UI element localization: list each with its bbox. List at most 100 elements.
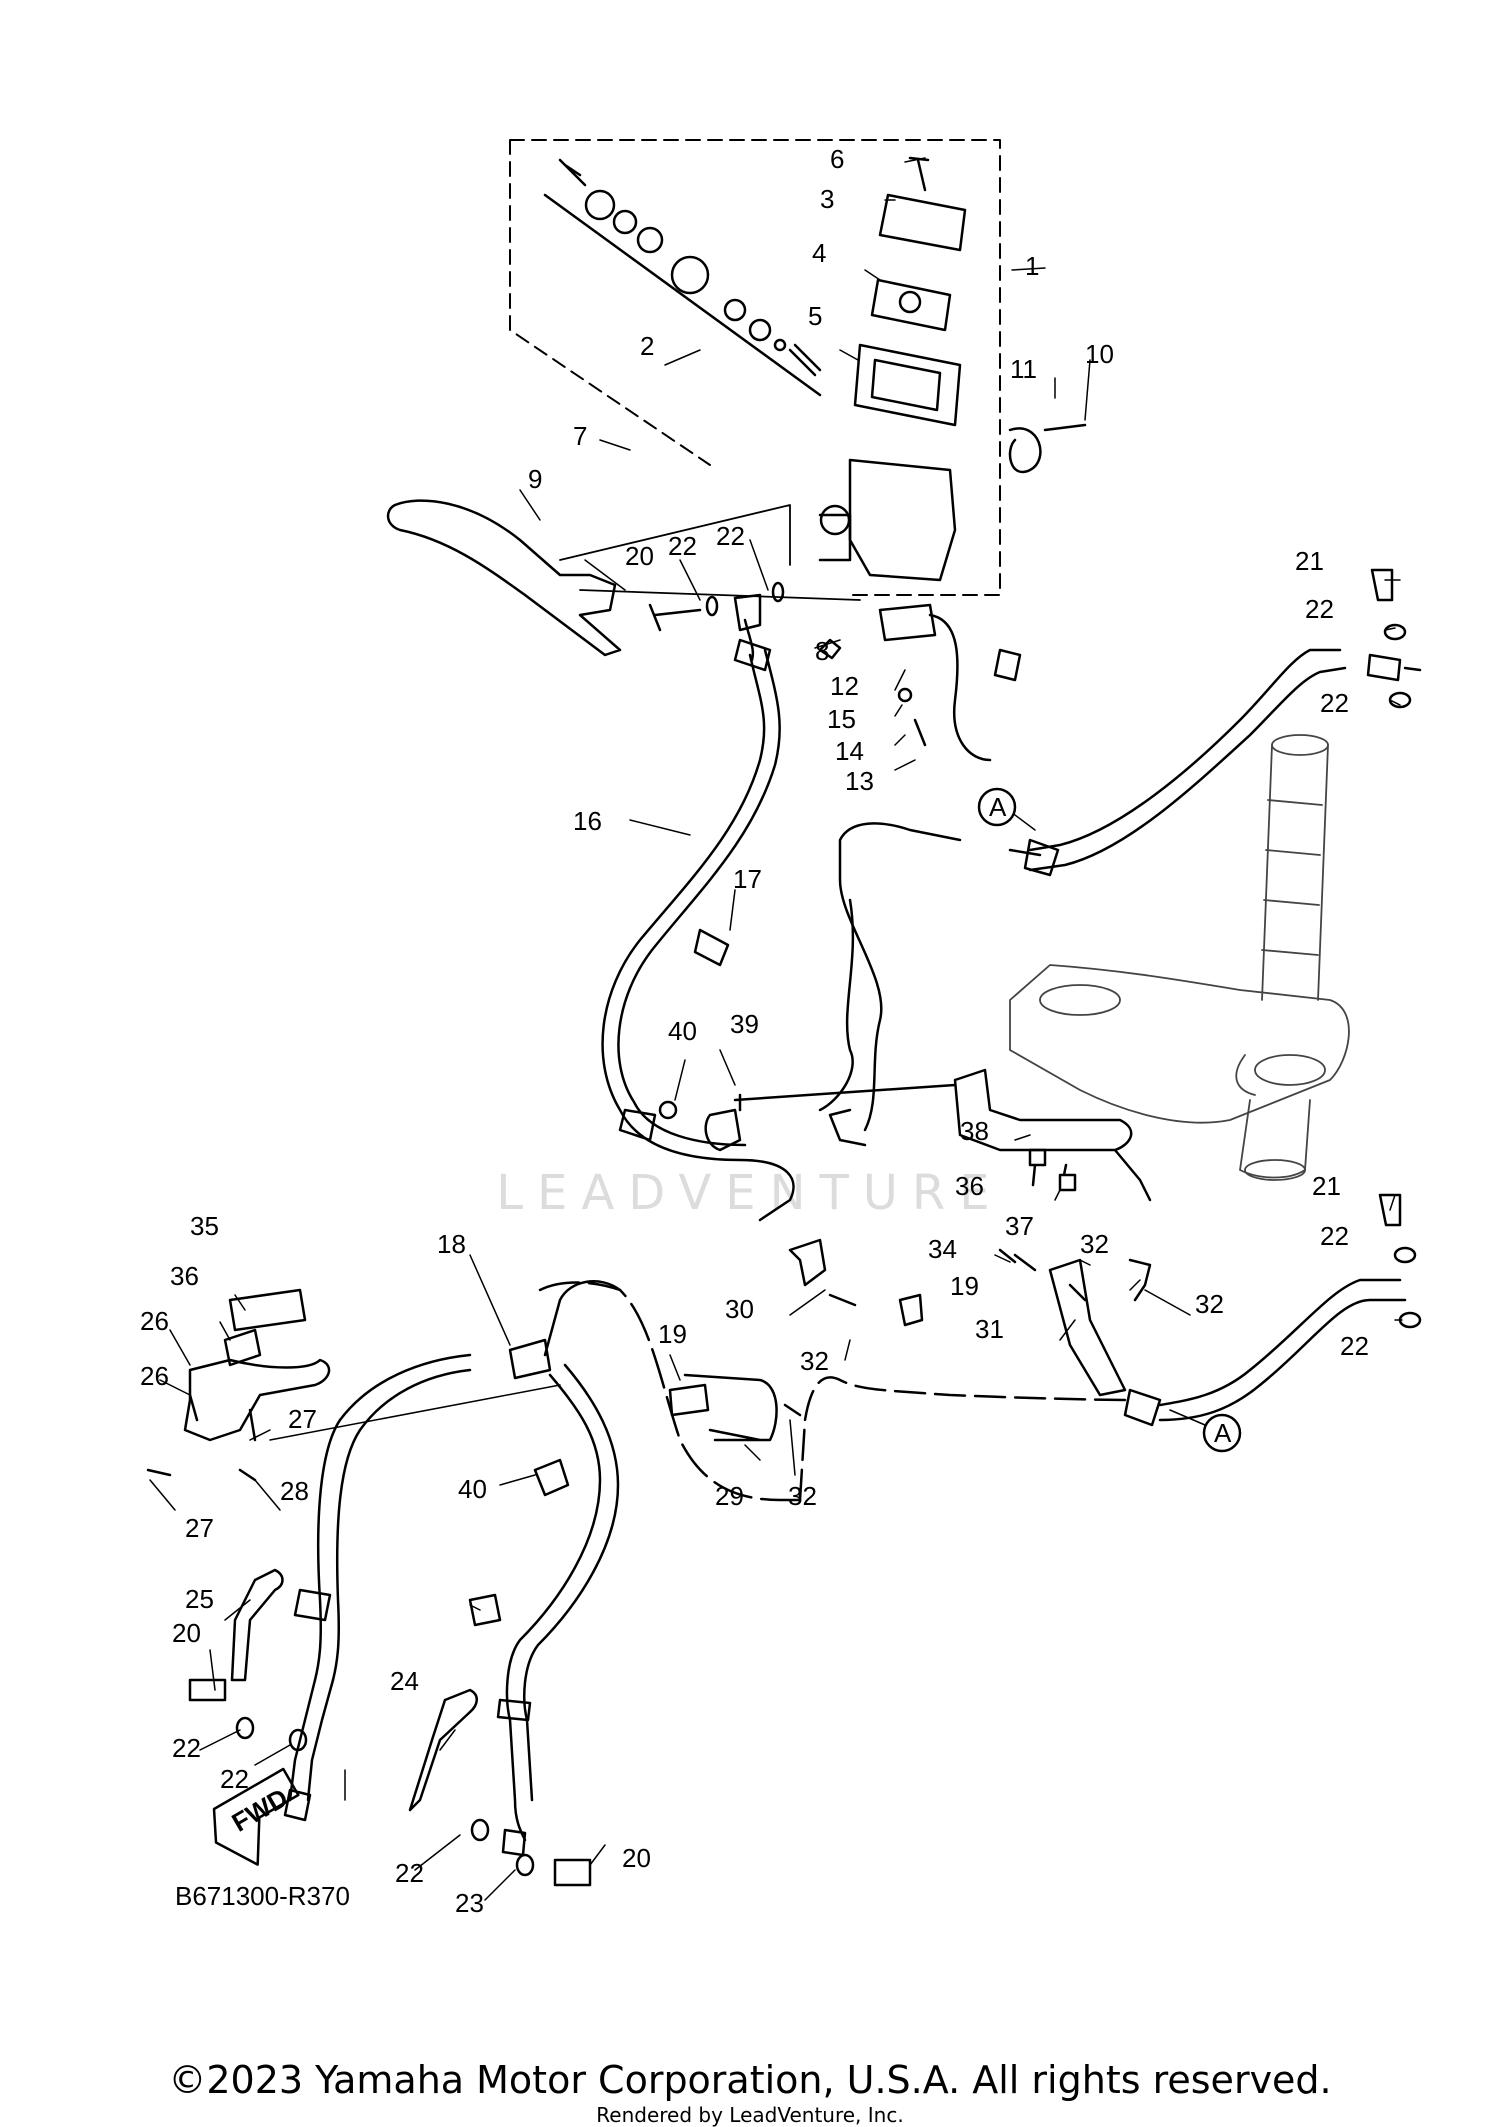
callout-10: 10 (1085, 339, 1114, 369)
callout-38: 39 (730, 1009, 759, 1039)
callout-22c: 22 (1305, 594, 1334, 624)
ref-a-upper-label: A (989, 792, 1007, 822)
callout-27b: 28 (280, 1476, 309, 1506)
lower-routing-dashed (538, 1281, 802, 1502)
bolt-33 (998, 1248, 1037, 1272)
callout-24: 25 (185, 1584, 214, 1614)
bolt-26 (188, 1393, 257, 1442)
reservoir-cap-parts (853, 156, 967, 427)
callout-22j: 23 (455, 1888, 484, 1918)
callout-7: 7 (573, 421, 587, 451)
part-code: B671300-R370 (175, 1881, 350, 1911)
bracket-25 (183, 1358, 331, 1442)
clip-31 (1128, 1258, 1152, 1302)
brake-lever (386, 499, 622, 657)
callout-34: 35 (190, 1211, 219, 1241)
callout-30: 31 (975, 1314, 1004, 1344)
callout-16: 16 (573, 806, 602, 836)
callout-19a: 19 (950, 1271, 979, 1301)
center-banjo (553, 1858, 592, 1887)
bolt-36b (1058, 1163, 1077, 1192)
guide-line-26 (269, 1384, 561, 1441)
bracket-28 (683, 1373, 778, 1442)
callout-37: 38 (960, 1116, 989, 1146)
callout-22g: 22 (172, 1733, 201, 1763)
callout-15: 15 (827, 704, 856, 734)
watermark-text: LEADVENTURE (496, 1165, 1004, 1221)
marker-fitting-lower (1123, 1388, 1162, 1427)
caliper-bolt-upper (1370, 568, 1412, 709)
callout-1: 1 (1025, 251, 1039, 281)
callout-20b: 20 (172, 1618, 201, 1648)
clip-40-upper (533, 1458, 570, 1497)
callout-17: 17 (733, 864, 762, 894)
callout-13: 13 (845, 766, 874, 796)
brake-pipe-upper (828, 822, 1042, 1147)
banjo-upper-right (1366, 653, 1422, 682)
callout-2: 2 (640, 331, 654, 361)
leader-lines (149, 157, 1403, 1901)
left-washer-a (235, 1716, 255, 1740)
callout-32a: 32 (800, 1346, 829, 1376)
callout-22b: 22 (716, 521, 745, 551)
ref-marker-a-lower (1202, 1413, 1242, 1453)
callout-22d: 22 (1320, 688, 1349, 718)
piston-kit (543, 158, 822, 397)
junction-18 (508, 1280, 622, 1380)
callout-20c: 20 (622, 1843, 651, 1873)
callout-11: 11 (1010, 354, 1037, 384)
callout-4: 4 (812, 238, 826, 268)
bolt-36a (1028, 1148, 1047, 1187)
callout-33: 34 (928, 1234, 957, 1264)
center-caliper-hose (505, 1363, 620, 1842)
callout-21a: 21 (1295, 546, 1324, 576)
bracket-24 (230, 1568, 284, 1682)
callout-26a: 26 (140, 1361, 169, 1391)
copyright-notice: ©2023 Yamaha Motor Corporation, U.S.A. A… (168, 2058, 1332, 2102)
callout-32b: 32 (1080, 1229, 1109, 1259)
rendered-by-notice: Rendered by LeadVenture, Inc. (596, 2103, 904, 2127)
brake-hose-16-outer (617, 648, 781, 1147)
caliper-bolt-lower (1378, 1193, 1422, 1329)
callout-14: 14 (835, 736, 864, 766)
clip-40-lower (468, 1593, 502, 1627)
callout-12: 12 (830, 671, 859, 701)
callout-5: 5 (808, 301, 822, 331)
callout-22f: 22 (1340, 1331, 1369, 1361)
callout-21b: 21 (1312, 1171, 1341, 1201)
brake-pipe-lower (818, 898, 855, 1112)
tag-35 (223, 1328, 262, 1367)
left-caliper-hose (288, 1678, 335, 1802)
callout-9: 9 (528, 464, 542, 494)
callout-20a: 20 (625, 541, 654, 571)
callout-22a: 22 (668, 531, 697, 561)
bracket-29 (788, 1238, 857, 1307)
callout-22e: 22 (1320, 1221, 1349, 1251)
bracket-38 (704, 1083, 957, 1152)
brake-switch (818, 603, 1022, 762)
callout-27a: 27 (185, 1513, 214, 1543)
callout-6: 6 (830, 144, 844, 174)
lever-pivot-line (559, 504, 861, 601)
brake-hose-16 (601, 653, 795, 1222)
left-banjo-washers (188, 1678, 227, 1702)
center-washer-a (470, 1818, 490, 1842)
callout-32c: 32 (788, 1481, 817, 1511)
hose-clip-17 (693, 928, 730, 967)
ref-leader-a (1014, 814, 1206, 1426)
lower-right-hose (1158, 1278, 1407, 1422)
callout-22i: 22 (395, 1858, 424, 1888)
banjo-upper (648, 581, 785, 662)
ref-a-lower-label: A (1214, 1418, 1232, 1448)
center-washer-b (515, 1853, 535, 1877)
callout-22h: 22 (220, 1764, 249, 1794)
ref-marker-a-upper (977, 787, 1017, 827)
clip-19-right (898, 1293, 924, 1327)
bolt-32-lower (783, 1403, 802, 1417)
hose-fitting (618, 638, 772, 1142)
callout-36b: 37 (1005, 1211, 1034, 1241)
brake-hose-18 (313, 1353, 472, 1682)
left-caliper-fitting (283, 1588, 332, 1822)
callout-35: 36 (170, 1261, 199, 1291)
